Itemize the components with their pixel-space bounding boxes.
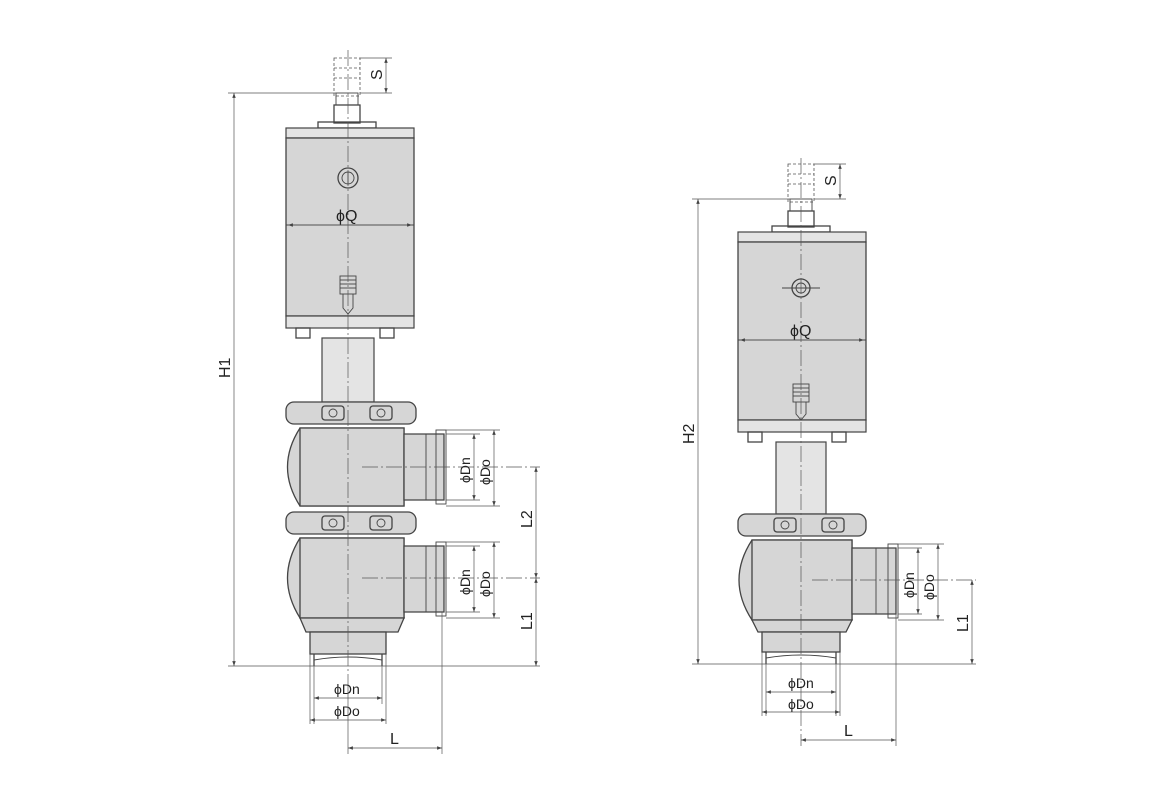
left-dim-l2-label: L2 xyxy=(519,510,536,528)
left-lower-clamp xyxy=(285,511,417,535)
left-dimension-s: S xyxy=(360,57,392,94)
right-body xyxy=(738,539,899,633)
left-dimension-h1: H1 xyxy=(217,92,540,667)
right-valve-view: S ϕQ H2 ϕDn ϕDo L1 xyxy=(681,158,976,746)
right-dimension-port: ϕDn ϕDo xyxy=(898,543,944,621)
left-dimension-lower-port: ϕDn ϕDo xyxy=(446,541,500,619)
right-clamp xyxy=(737,513,867,537)
left-dimension-q: ϕQ xyxy=(288,208,412,227)
right-dimension-s: S xyxy=(814,163,846,200)
left-upper-clamp xyxy=(285,401,417,425)
left-dim-h1-label: H1 xyxy=(217,357,234,378)
left-lower-body xyxy=(286,537,447,633)
left-bottom-outlet xyxy=(309,631,387,666)
right-dim-l-label: L xyxy=(844,723,853,740)
right-dimension-l: L xyxy=(801,614,897,746)
right-dimension-bottom: ϕDn ϕDo xyxy=(761,652,841,716)
left-dimension-l2: L2 xyxy=(519,467,538,578)
right-port-dn-label: ϕDn xyxy=(901,572,917,598)
right-actuator xyxy=(737,225,867,443)
left-dimension-l1: L1 xyxy=(519,578,538,666)
right-dim-h2-label: H2 xyxy=(681,423,698,444)
left-dim-q-label: ϕQ xyxy=(336,208,357,225)
left-dimension-l: L xyxy=(347,612,443,754)
right-dim-l1-label: L1 xyxy=(955,614,972,632)
right-dimension-q: ϕQ xyxy=(740,323,864,342)
left-dim-s-label: S xyxy=(369,69,386,80)
right-dimension-l1: L1 xyxy=(955,580,974,664)
left-bottom-do-label: ϕDo xyxy=(334,703,360,719)
left-dim-l-label: L xyxy=(390,731,399,748)
left-dimension-upper-port: ϕDn ϕDo xyxy=(446,429,500,507)
left-air-fitting xyxy=(333,57,361,124)
right-bottom-dn-label: ϕDn xyxy=(788,675,814,691)
left-bottom-dn-label: ϕDn xyxy=(334,681,360,697)
right-bottom-do-label: ϕDo xyxy=(788,696,814,712)
right-port-do-label: ϕDo xyxy=(921,574,937,600)
right-dim-s-label: S xyxy=(823,175,840,186)
left-dim-l1-label: L1 xyxy=(519,612,536,630)
left-lower-port-dn-label: ϕDn xyxy=(457,569,473,595)
right-dimension-h2: H2 xyxy=(681,198,976,665)
left-upper-port-dn-label: ϕDn xyxy=(457,457,473,483)
left-lower-port-do-label: ϕDo xyxy=(477,571,493,597)
right-dim-q-label: ϕQ xyxy=(790,323,811,340)
left-actuator xyxy=(285,121,415,339)
left-valve-view: S ϕQ H1 ϕDn ϕDo ϕD xyxy=(217,50,540,754)
left-upper-port-do-label: ϕDo xyxy=(477,459,493,485)
